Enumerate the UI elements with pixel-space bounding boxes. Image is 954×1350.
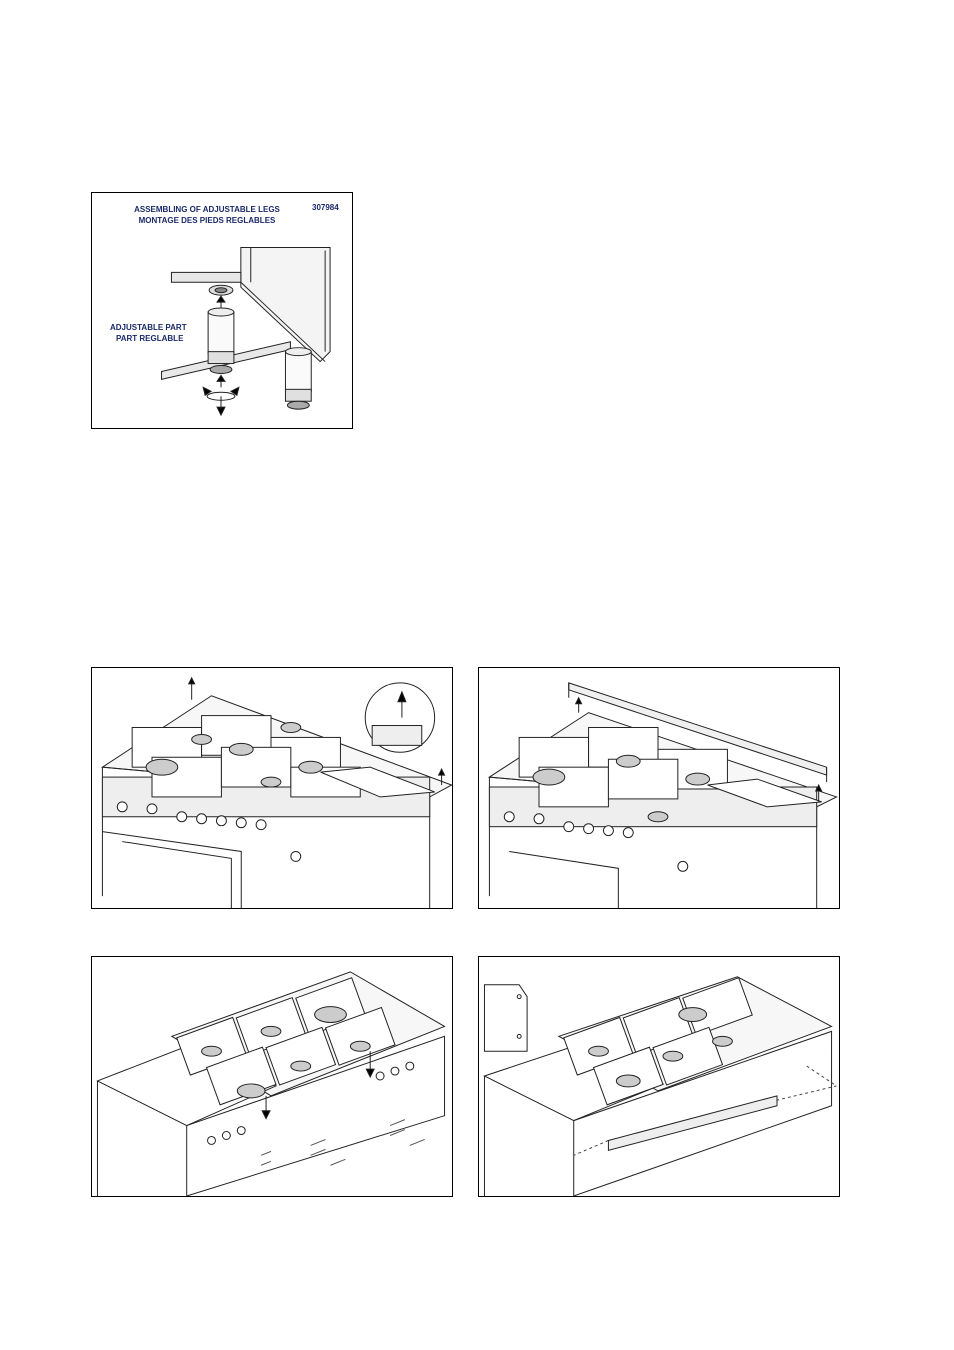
adjustable-legs-figure: ASSEMBLING OF ADJUSTABLE LEGS MONTAGE DE… [91, 192, 353, 429]
range-top-figure-1 [91, 667, 453, 909]
range-top-figure-4 [478, 956, 840, 1197]
range-drawing-4 [479, 957, 839, 1196]
range-top-figure-3 [91, 956, 453, 1197]
legs-drawing [92, 193, 352, 428]
range-drawing-3 [92, 957, 452, 1196]
range-drawing-1 [92, 668, 452, 908]
range-drawing-2 [479, 668, 839, 908]
range-top-figure-2 [478, 667, 840, 909]
